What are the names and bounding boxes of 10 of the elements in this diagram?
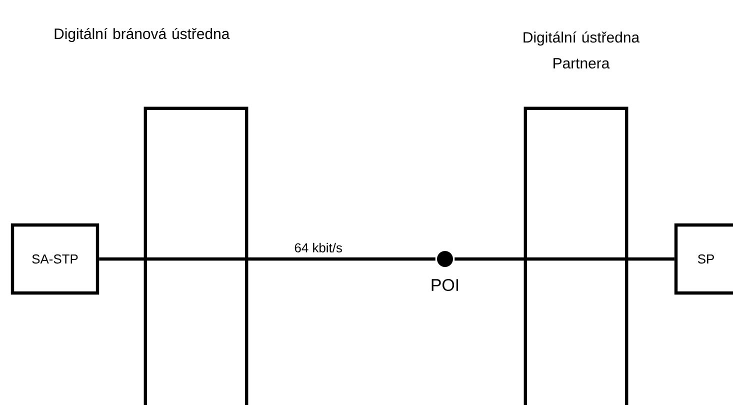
- connection-line: [246, 257, 436, 261]
- connection-line: [626, 257, 674, 261]
- exchange-title: Digitální ústředna Partnera: [524, 31, 640, 69]
- exchange-title: Digitální bránová ústředna: [54, 28, 230, 42]
- poi-label: POI: [432, 279, 458, 291]
- terminal-box: SP: [674, 223, 733, 295]
- connection-line: [454, 257, 526, 261]
- connection-line: [99, 257, 146, 261]
- terminal-box: SA-STP: [10, 223, 100, 295]
- rate-label: 64 kbit/s: [294, 242, 342, 252]
